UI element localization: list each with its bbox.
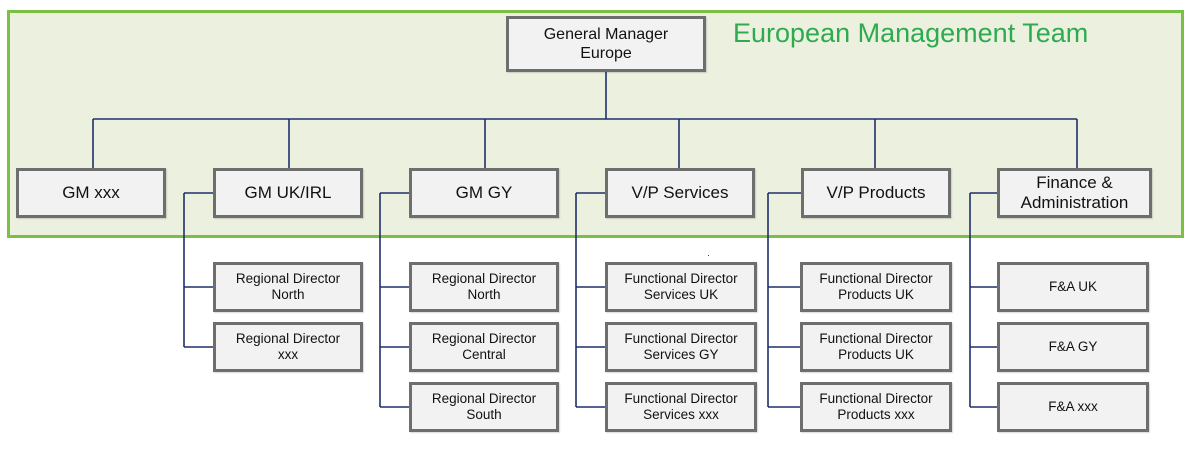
node-label-line: Central xyxy=(462,347,506,362)
node-label-line: Functional Director xyxy=(624,330,738,346)
node-label-line: Administration xyxy=(1020,193,1129,212)
node-label-line: xxx xyxy=(277,347,299,362)
node-label-line: Regional Director xyxy=(431,270,537,286)
org-node-finance-administration-f-a-xxx[interactable]: F&A xxx xyxy=(997,382,1149,432)
node-label-line: Europe xyxy=(580,45,632,62)
node-label-line: North xyxy=(467,287,501,302)
org-node-general-manager-europe[interactable]: General Manager Europe xyxy=(506,16,706,72)
node-label-line: South xyxy=(466,407,502,422)
org-node-finance-administration-f-a-uk[interactable]: F&A UK xyxy=(997,262,1149,312)
org-node-gm-gy[interactable]: GM GY xyxy=(409,168,559,218)
org-node-gm-xxx[interactable]: GM xxx xyxy=(16,168,166,218)
node-label-line: Services xxx xyxy=(643,407,719,422)
node-label-line: Functional Director xyxy=(819,390,933,406)
node-label-line: Services GY xyxy=(643,347,719,362)
org-node-finance-administration-f-a-gy[interactable]: F&A GY xyxy=(997,322,1149,372)
node-label-line: Functional Director xyxy=(819,330,933,346)
node-label-line: F&A UK xyxy=(1048,278,1097,294)
node-label-line: Regional Director xyxy=(235,270,341,286)
node-label-line: Products UK xyxy=(838,347,914,362)
node-label-line: V/P Products xyxy=(826,182,926,202)
node-label-line: General Manager xyxy=(543,25,669,43)
stray-dot xyxy=(708,255,709,256)
node-label-line: Functional Director xyxy=(819,270,933,286)
node-label-line: Regional Director xyxy=(235,330,341,346)
org-node-gm-uk-irl[interactable]: GM UK/IRL xyxy=(213,168,363,218)
node-label-line: Regional Director xyxy=(431,330,537,346)
node-label-line: Functional Director xyxy=(624,270,738,286)
node-label-line: Products xxx xyxy=(837,407,915,422)
node-label-line: Functional Director xyxy=(624,390,738,406)
node-label-line: F&A GY xyxy=(1048,338,1098,354)
team-title: European Management Team xyxy=(733,18,1089,48)
node-label-line: GM GY xyxy=(455,182,513,202)
node-label-line: North xyxy=(271,287,305,302)
node-label-line: Regional Director xyxy=(431,390,537,406)
node-label-line: Finance & xyxy=(1036,172,1113,192)
node-label-line: GM xxx xyxy=(62,182,120,202)
node-label-line: F&A xxx xyxy=(1048,398,1098,414)
org-node-vp-products[interactable]: V/P Products xyxy=(801,168,951,218)
node-label-line: V/P Services xyxy=(631,182,729,202)
node-label-line: Services UK xyxy=(643,287,719,302)
node-label-line: Products UK xyxy=(838,287,914,302)
node-label-line: GM UK/IRL xyxy=(244,182,332,202)
org-node-finance-administration[interactable]: Finance &Administration xyxy=(997,168,1152,218)
org-node-vp-services[interactable]: V/P Services xyxy=(605,168,755,218)
